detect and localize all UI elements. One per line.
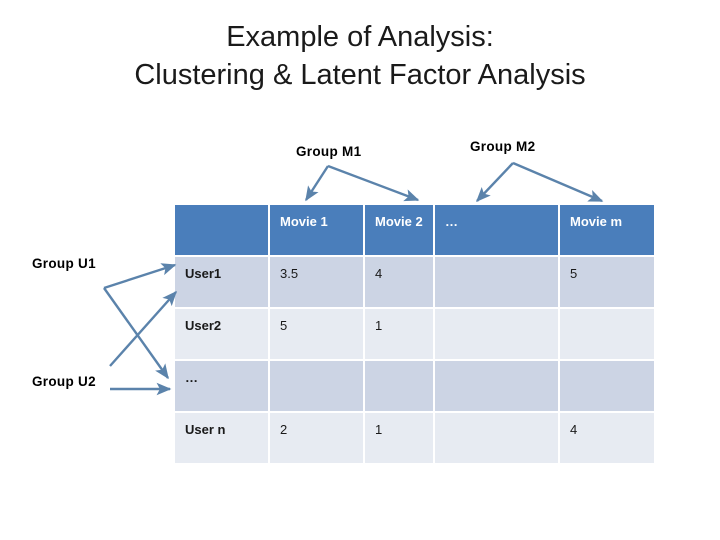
cell-user1-movie2: 4 [365, 257, 435, 309]
cell-user2-movie1: 5 [270, 309, 365, 361]
row-label-user1: User1 [175, 257, 270, 309]
cell-usern-moviem: 4 [560, 413, 654, 465]
cell-ellipsis-movie1 [270, 361, 365, 413]
column-header-movie-1: Movie 1 [270, 205, 365, 257]
cell-user2-ellipsis [435, 309, 560, 361]
group-label-u1: Group U1 [32, 256, 96, 271]
cell-user2-moviem [560, 309, 654, 361]
table-row: User n 2 1 4 [175, 413, 654, 465]
column-header-ellipsis: … [435, 205, 560, 257]
cell-usern-ellipsis [435, 413, 560, 465]
row-label-user2: User2 [175, 309, 270, 361]
cell-ellipsis-movie2 [365, 361, 435, 413]
cell-user2-movie2: 1 [365, 309, 435, 361]
arrow-group-m1 [304, 164, 420, 202]
table-row: … [175, 361, 654, 413]
group-label-m2: Group M2 [470, 139, 536, 154]
row-label-ellipsis: … [175, 361, 270, 413]
table-row: User1 3.5 4 5 [175, 257, 654, 309]
cell-ellipsis-moviem [560, 361, 654, 413]
row-label-usern: User n [175, 413, 270, 465]
ratings-matrix-table: Movie 1 Movie 2 … Movie m User1 3.5 4 5 … [175, 205, 654, 465]
arrow-group-m2 [476, 161, 604, 203]
table-row: User2 5 1 [175, 309, 654, 361]
page-title: Example of Analysis: Clustering & Latent… [40, 18, 680, 94]
cell-user1-movie1: 3.5 [270, 257, 365, 309]
group-label-m1: Group M1 [296, 144, 362, 159]
cell-user1-moviem: 5 [560, 257, 654, 309]
title-line-1: Example of Analysis: [226, 21, 494, 53]
cell-user1-ellipsis [435, 257, 560, 309]
table-header-row: Movie 1 Movie 2 … Movie m [175, 205, 654, 257]
column-header-movie-m: Movie m [560, 205, 654, 257]
cell-usern-movie2: 1 [365, 413, 435, 465]
column-header-blank [175, 205, 270, 257]
cell-ellipsis-ellipsis [435, 361, 560, 413]
title-line-2: Clustering & Latent Factor Analysis [134, 59, 586, 91]
cell-usern-movie1: 2 [270, 413, 365, 465]
arrow-group-u1 [103, 263, 177, 380]
column-header-movie-2: Movie 2 [365, 205, 435, 257]
group-label-u2: Group U2 [32, 374, 96, 389]
arrow-group-u2 [109, 290, 177, 396]
